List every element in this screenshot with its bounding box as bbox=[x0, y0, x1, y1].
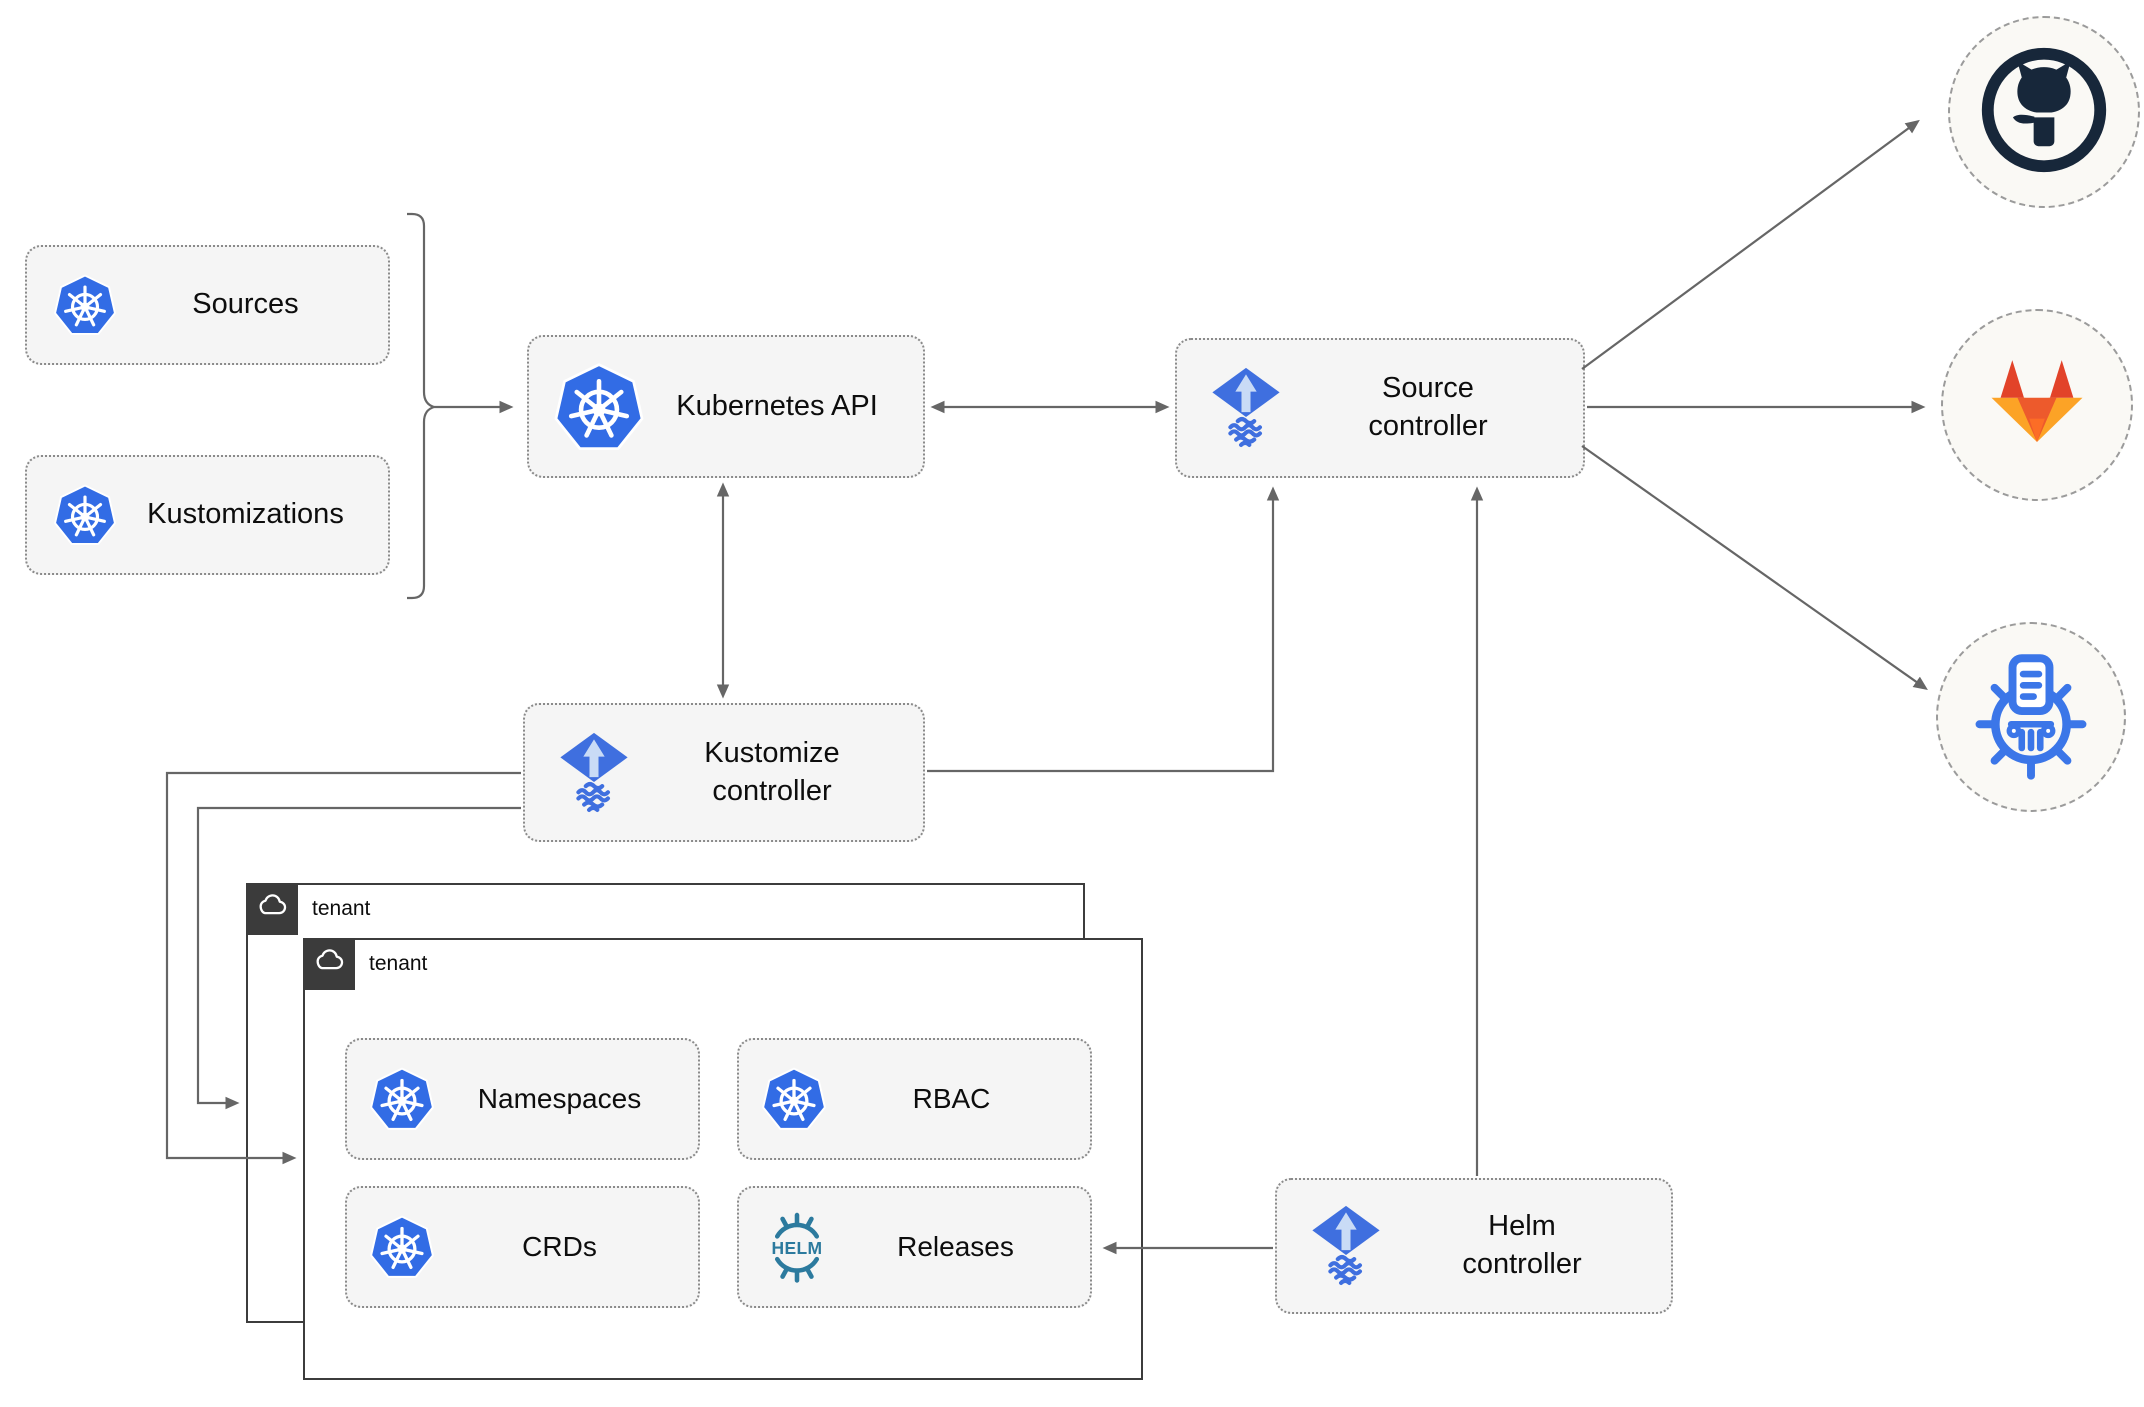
tenant-inner-label: tenant bbox=[369, 951, 428, 975]
chartmuseum-icon bbox=[1965, 649, 2097, 786]
node-crds: CRDs bbox=[345, 1186, 700, 1308]
flux-icon bbox=[1305, 1198, 1387, 1294]
node-kustomize-controller: Kustomize controller bbox=[523, 703, 925, 842]
node-kustomizations: Kustomizations bbox=[25, 455, 390, 575]
svg-text:HELM: HELM bbox=[771, 1238, 822, 1258]
gitlab-icon bbox=[1972, 338, 2102, 473]
kubernetes-icon bbox=[53, 483, 117, 547]
node-sources-label: Sources bbox=[192, 288, 299, 321]
kubernetes-icon bbox=[553, 361, 645, 453]
kubernetes-icon bbox=[369, 1066, 435, 1132]
tenant-outer-label: tenant bbox=[312, 896, 371, 920]
tenant-inner-header bbox=[302, 937, 355, 990]
node-helm-controller: Helm controller bbox=[1275, 1178, 1673, 1314]
node-kubernetes-api: Kubernetes API bbox=[527, 335, 925, 478]
node-crds-label: CRDs bbox=[522, 1230, 597, 1262]
node-namespaces-label: Namespaces bbox=[477, 1082, 642, 1114]
node-kustomize-controller-label: Kustomize controller bbox=[704, 736, 840, 807]
flux-icon bbox=[1205, 360, 1287, 456]
node-rbac: RBAC bbox=[737, 1038, 1092, 1160]
bracket-sources-kustomizations bbox=[407, 212, 438, 600]
kubernetes-icon bbox=[53, 273, 117, 337]
cloud-icon bbox=[255, 889, 289, 928]
node-kubernetes-api-label: Kubernetes API bbox=[676, 389, 878, 422]
endpoint-github bbox=[1948, 16, 2140, 208]
node-releases: HELM Releases bbox=[737, 1186, 1092, 1308]
github-icon bbox=[1970, 36, 2118, 189]
connector-source-to-github bbox=[1581, 119, 1920, 370]
endpoint-chartmuseum bbox=[1936, 622, 2126, 812]
kubernetes-icon bbox=[761, 1066, 827, 1132]
node-source-controller-label: Source controller bbox=[1368, 372, 1488, 442]
helm-icon: HELM bbox=[759, 1209, 835, 1285]
tenant-outer-header bbox=[245, 882, 298, 935]
kubernetes-icon bbox=[369, 1214, 435, 1280]
cloud-icon bbox=[312, 944, 346, 983]
node-kustomizations-label: Kustomizations bbox=[147, 498, 344, 531]
node-source-controller: Source controller bbox=[1175, 338, 1585, 478]
node-rbac-label: RBAC bbox=[912, 1082, 991, 1114]
endpoint-gitlab bbox=[1941, 309, 2133, 501]
flux-icon bbox=[553, 725, 635, 821]
node-helm-controller-label: Helm controller bbox=[1462, 1210, 1582, 1280]
node-releases-label: Releases bbox=[897, 1230, 1014, 1262]
connector-source-to-chartmuseum bbox=[1581, 445, 1928, 691]
node-namespaces: Namespaces bbox=[345, 1038, 700, 1160]
connector-kustomize-to-source bbox=[927, 486, 1280, 773]
node-sources: Sources bbox=[25, 245, 390, 365]
